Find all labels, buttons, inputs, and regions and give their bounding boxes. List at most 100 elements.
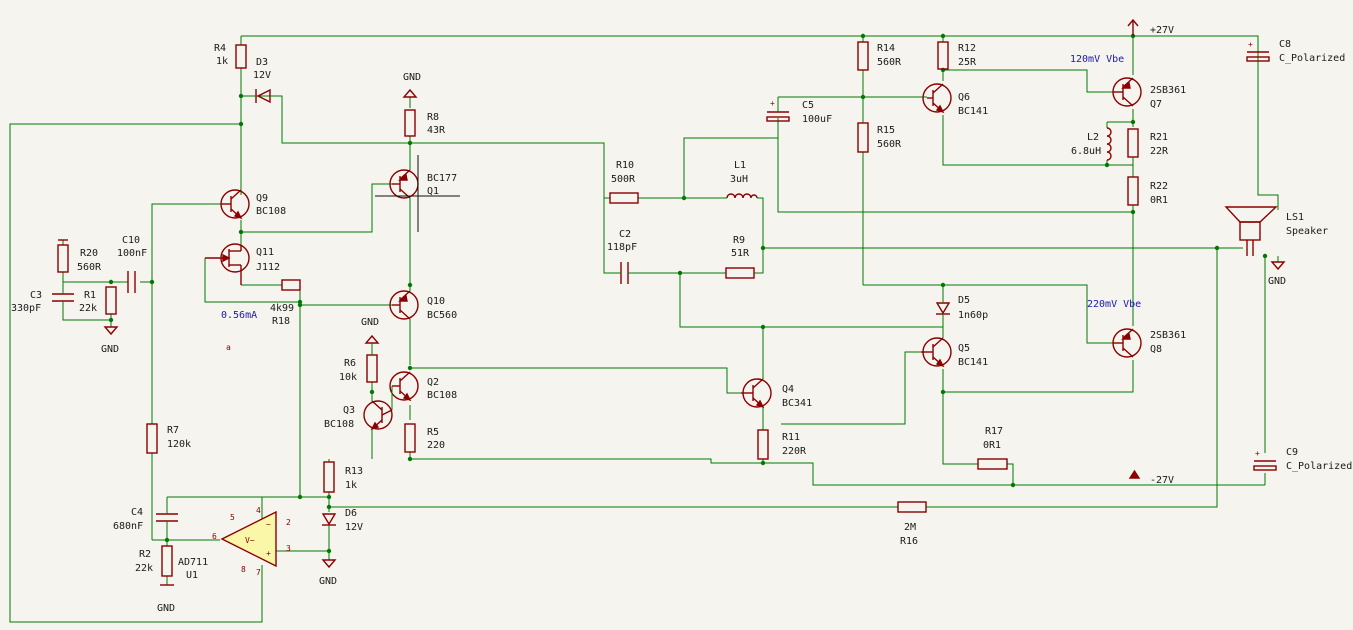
resistor-r22 [1127, 176, 1139, 206]
label-parts-q3-ref: Q3 [343, 405, 355, 416]
label-parts-r5-value: 220 [427, 440, 445, 451]
label-parts-r20-value: 560R [77, 262, 102, 273]
label-parts-q2-ref: Q2 [427, 377, 439, 388]
resistor-r20 [57, 244, 69, 273]
resistor-r4 [235, 44, 247, 69]
label-parts-q3-value: BC108 [324, 419, 354, 430]
label-parts-l2-ref: L2 [1087, 132, 1099, 143]
label-parts-r1-ref: R1 [84, 290, 96, 301]
label-parts-l2-value: 6.8uH [1071, 146, 1101, 157]
label-parts-q11-ref: Q11 [256, 247, 274, 258]
transistor-q7 [1112, 77, 1142, 107]
svg-text:+: + [770, 99, 775, 108]
label-pos-rail: +27V [1150, 25, 1174, 36]
inductor-l1 [726, 193, 758, 199]
gnd-symbol-ls [1270, 261, 1286, 271]
resistor-r9 [725, 267, 755, 279]
label-parts-r11-ref: R11 [782, 432, 800, 443]
label-parts-r13-value: 1k [345, 480, 357, 491]
label-parts-c5-value: 100uF [802, 114, 832, 125]
label-parts-c8-value: C_Polarized [1279, 53, 1345, 64]
label-parts-c5-ref: C5 [802, 100, 814, 111]
label-opamp-pins-2: 4 [256, 506, 261, 515]
label-parts-r16-ref: R16 [900, 536, 918, 547]
transistor-q9 [220, 189, 250, 220]
transistor-q4 [741, 376, 772, 410]
label-parts-ls1-ref: LS1 [1286, 212, 1304, 223]
label-parts-r16-value: 2M [904, 522, 916, 533]
label-parts-q10-ref: Q10 [427, 296, 445, 307]
capacitor-c9: + [1253, 449, 1277, 471]
label-parts-q4-ref: Q4 [782, 384, 794, 395]
label-parts-d5-value: 1n60p [958, 310, 988, 321]
gnd-label-ls: GND [1268, 276, 1286, 287]
gnd-label-r1: GND [101, 344, 119, 355]
resistor-r18 [281, 279, 301, 291]
note-bias-current: 0.56mA [221, 310, 257, 321]
label-parts-r21-value: 22R [1150, 146, 1169, 157]
label-parts-c8-ref: C8 [1279, 39, 1291, 50]
svg-text:+: + [1255, 449, 1260, 458]
label-parts-q7-ref: Q7 [1150, 99, 1162, 110]
label-parts-r20-ref: R20 [80, 248, 98, 259]
label-parts-r2-ref: R2 [139, 549, 151, 560]
label-parts-c4-ref: C4 [131, 507, 143, 518]
resistors [57, 41, 1139, 577]
transistors [205, 77, 1142, 439]
label-parts-q9-value: BC108 [256, 206, 286, 217]
label-parts-q2-value: BC108 [427, 390, 457, 401]
label-parts-r12-value: 25R [958, 57, 977, 68]
power-symbols: a [58, 18, 1286, 586]
label-opamp-pins-6: 8 [241, 565, 246, 574]
diode-d6 [321, 513, 337, 528]
resistor-r12 [937, 41, 949, 70]
label-parts-r2-value: 22k [135, 563, 153, 574]
label-parts-q1-value: BC177 [427, 173, 457, 184]
label-parts-c9-ref: C9 [1286, 447, 1298, 458]
vcc-arrow [1127, 18, 1139, 36]
resistor-r8 [404, 109, 416, 137]
transistor-q8 [1112, 328, 1142, 358]
label-parts-d3-value: 12V [253, 70, 271, 81]
label-parts-d5-ref: D5 [958, 295, 970, 306]
svg-text:+: + [1248, 40, 1253, 49]
label-parts-r8-ref: R8 [427, 112, 439, 123]
vee-arrow [1128, 469, 1141, 479]
label-parts-q1-ref: Q1 [427, 186, 439, 197]
label-parts-d3-ref: D3 [256, 57, 268, 68]
transistor-q3 [363, 392, 393, 439]
gnd-label-r2: GND [157, 603, 175, 614]
gnd-label-q10: GND [361, 317, 379, 328]
label-parts-q9-ref: Q9 [256, 193, 268, 204]
label-parts-q11-value: J112 [256, 262, 280, 273]
transistor-q10 [389, 285, 419, 327]
label-parts-r17-ref: R17 [985, 426, 1003, 437]
resistor-r21 [1127, 128, 1139, 158]
label-parts-r9-value: 51R [731, 248, 750, 259]
resistor-r6 [366, 354, 378, 383]
label-parts-c4-value: 680nF [113, 521, 143, 532]
resistor-r14 [857, 41, 869, 71]
label-parts-r12-ref: R12 [958, 43, 976, 54]
note-vbe-bottom: 220mV Vbe [1087, 299, 1141, 310]
label-parts-r15-value: 560R [877, 139, 902, 150]
label-parts-r8-value: 43R [427, 125, 446, 136]
diode-d5 [935, 298, 951, 320]
label-parts-q6-ref: Q6 [958, 92, 970, 103]
transistor-q2 [389, 371, 419, 410]
label-parts-r18-ref: R18 [272, 316, 290, 327]
resistor-r2 [161, 545, 173, 577]
svg-text:V−: V− [245, 536, 255, 545]
label-parts-d6-ref: D6 [345, 508, 357, 519]
label-parts-q4-value: BC341 [782, 398, 812, 409]
label-parts-r22-ref: R22 [1150, 181, 1168, 192]
label-parts-q8-ref: Q8 [1150, 344, 1162, 355]
label-parts-q5-value: BC141 [958, 357, 988, 368]
label-parts-q7-value: 2SB361 [1150, 85, 1186, 96]
diodes [241, 88, 951, 528]
capacitor-c2 [618, 262, 632, 284]
tiny-marker: a [226, 343, 231, 352]
resistor-r13 [323, 461, 335, 493]
label-opamp-pins-1: 3 [286, 544, 291, 553]
capacitor-c4 [156, 508, 178, 528]
